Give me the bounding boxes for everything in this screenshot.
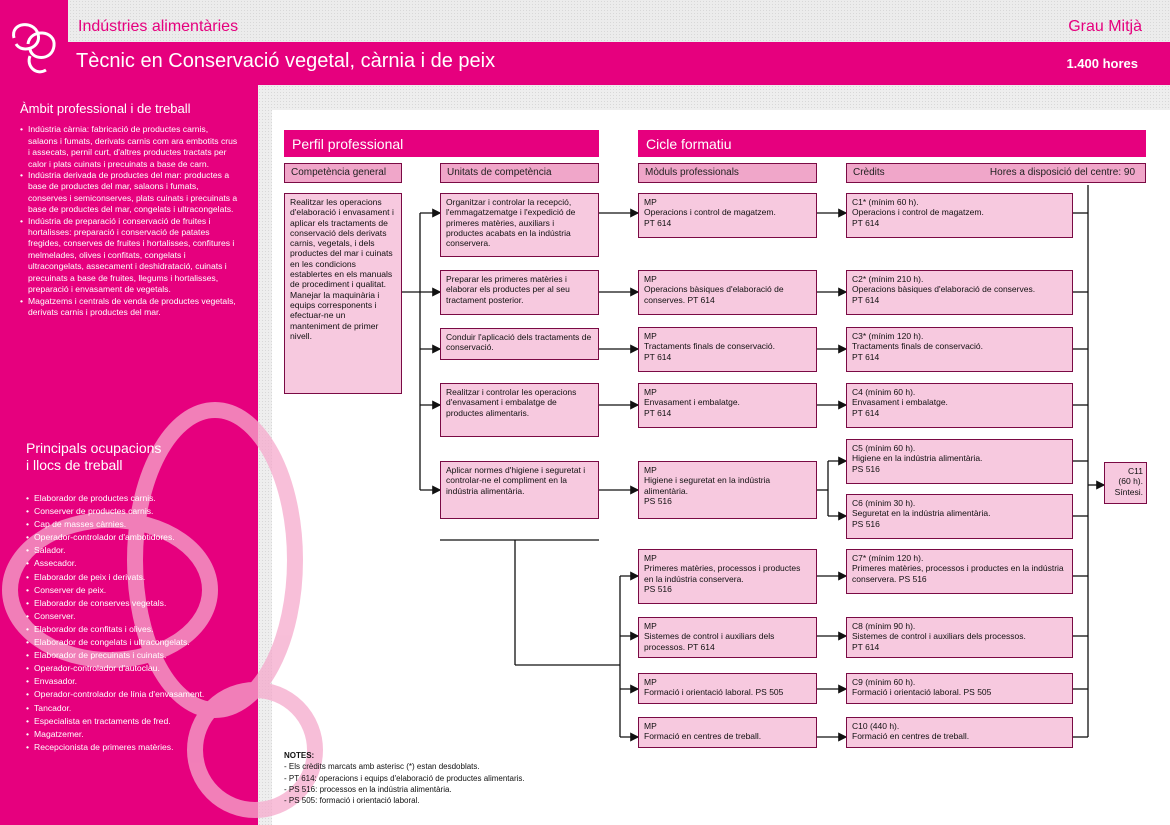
module-code: MP xyxy=(644,197,811,207)
credit-code: C10 (440 h). xyxy=(852,721,1067,731)
credit-title: Seguretat en la indústria alimentària. xyxy=(852,508,1067,518)
module-title: Operacions i control de magatzem. xyxy=(644,207,811,217)
note-item: - PS 505: formació i orientació laboral. xyxy=(284,795,584,806)
module-box: MP Higiene i seguretat en la indústria a… xyxy=(638,461,817,519)
module-code: MP xyxy=(644,331,811,341)
credit-title: Sistemes de control i auxiliars dels pro… xyxy=(852,631,1067,641)
notes: NOTES: - Els crèdits marcats amb asteris… xyxy=(284,750,584,806)
module-code: MP xyxy=(644,621,811,631)
credits-label: Crèdits xyxy=(853,167,885,178)
credit-code: C8 (mínim 90 h). xyxy=(852,621,1067,631)
module-ref: PT 614 xyxy=(644,352,811,362)
cicle-header: Cicle formatiu xyxy=(638,130,1146,157)
module-code: MP xyxy=(644,274,811,284)
unit-box: Organitzar i controlar la recepció, l'em… xyxy=(440,193,599,257)
module-code: MP xyxy=(644,677,811,687)
credit-box: C8 (mínim 90 h). Sistemes de control i a… xyxy=(846,617,1073,658)
module-code: MP xyxy=(644,721,811,731)
module-box: MP Primeres matèries, processos i produc… xyxy=(638,549,817,604)
credit-box: C4 (mínim 60 h). Envasament i embalatge.… xyxy=(846,383,1073,428)
competencia-box: Realitzar les operacions d'elaboració i … xyxy=(284,193,402,394)
module-box: MP Sistemes de control i auxiliars dels … xyxy=(638,617,817,658)
credit-box: C9 (mínim 60 h). Formació i orientació l… xyxy=(846,673,1073,704)
credit-ref: PS 516 xyxy=(852,519,1067,529)
credit-ref: PT 614 xyxy=(852,218,1067,228)
module-title: Envasament i embalatge. xyxy=(644,397,811,407)
credit-box: C1* (mínim 60 h). Operacions i control d… xyxy=(846,193,1073,238)
credit-hours: (60 h). xyxy=(1108,476,1143,486)
credit-title: Envasament i embalatge. xyxy=(852,397,1067,407)
credit-box: C6 (mínim 30 h). Seguretat en la indústr… xyxy=(846,494,1073,539)
credit-code: C1* (mínim 60 h). xyxy=(852,197,1067,207)
credit-code: C2* (mínim 210 h). xyxy=(852,274,1067,284)
credit-title: Operacions i control de magatzem. xyxy=(852,207,1067,217)
unit-box: Preparar les primeres matèries i elabora… xyxy=(440,270,599,315)
note-item: - PT 614: operacions i equips d'elaborac… xyxy=(284,773,584,784)
module-box: MP Operacions bàsiques d'elaboració de c… xyxy=(638,270,817,315)
module-title: Primeres matèries, processos i productes… xyxy=(644,563,811,584)
credit-box: C2* (mínim 210 h). Operacions bàsiques d… xyxy=(846,270,1073,315)
module-ref: PS 516 xyxy=(644,496,811,506)
module-title: Formació i orientació laboral. PS 505 xyxy=(644,687,811,697)
unit-box: Realitzar i controlar les operacions d'e… xyxy=(440,383,599,437)
unit-box: Conduir l'aplicació dels tractaments de … xyxy=(440,328,599,360)
notes-title: NOTES: xyxy=(284,750,584,761)
credit-c11-box: C11 (60 h). Síntesi. xyxy=(1104,462,1147,504)
credit-code: C4 (mínim 60 h). xyxy=(852,387,1067,397)
module-ref: PS 516 xyxy=(644,584,811,594)
credit-title: Operacions bàsiques d'elaboració de cons… xyxy=(852,284,1067,294)
credit-code: C5 (mínim 60 h). xyxy=(852,443,1067,453)
credit-ref: PT 614 xyxy=(852,295,1067,305)
module-code: MP xyxy=(644,387,811,397)
module-code: MP xyxy=(644,553,811,563)
module-title: Tractaments finals de conservació. xyxy=(644,341,811,351)
credit-code: C3* (mínim 120 h). xyxy=(852,331,1067,341)
module-box: MP Formació en centres de treball. xyxy=(638,717,817,748)
col-header-unitats: Unitats de competència xyxy=(440,163,599,183)
module-code: MP xyxy=(644,465,811,475)
module-title: Formació en centres de treball. xyxy=(644,731,811,741)
module-ref: PT 614 xyxy=(644,408,811,418)
module-box: MP Operacions i control de magatzem. PT … xyxy=(638,193,817,238)
module-box: MP Envasament i embalatge. PT 614 xyxy=(638,383,817,428)
credit-title: Formació en centres de treball. xyxy=(852,731,1067,741)
credit-code: C7* (mínim 120 h). xyxy=(852,553,1067,563)
credit-title: Higiene en la indústria alimentària. xyxy=(852,453,1067,463)
note-item: - Els crèdits marcats amb asterisc (*) e… xyxy=(284,761,584,772)
credit-title: Síntesi. xyxy=(1108,487,1143,497)
credit-title: Primeres matèries, processos i productes… xyxy=(852,563,1067,584)
credit-ref: PT 614 xyxy=(852,352,1067,362)
module-box: MP Tractaments finals de conservació. PT… xyxy=(638,327,817,372)
credit-code: C11 xyxy=(1108,466,1143,476)
col-header-competencia: Competència general xyxy=(284,163,402,183)
credit-title: Formació i orientació laboral. PS 505 xyxy=(852,687,1067,697)
module-box: MP Formació i orientació laboral. PS 505 xyxy=(638,673,817,704)
module-title: Higiene i seguretat en la indústria alim… xyxy=(644,475,811,496)
credit-box: C10 (440 h). Formació en centres de treb… xyxy=(846,717,1073,748)
credit-code: C9 (mínim 60 h). xyxy=(852,677,1067,687)
unit-box: Aplicar normes d'higiene i seguretat i c… xyxy=(440,461,599,519)
credit-ref: PT 614 xyxy=(852,642,1067,652)
credit-box: C7* (mínim 120 h). Primeres matèries, pr… xyxy=(846,549,1073,594)
credit-title: Tractaments finals de conservació. xyxy=(852,341,1067,351)
module-title: Sistemes de control i auxiliars dels pro… xyxy=(644,631,811,652)
credit-ref: PS 516 xyxy=(852,464,1067,474)
note-item: - PS 516: processos en la indústria alim… xyxy=(284,784,584,795)
credit-box: C3* (mínim 120 h). Tractaments finals de… xyxy=(846,327,1073,372)
hores-centre-label: Hores a disposició del centre: 90 xyxy=(990,167,1135,178)
credit-box: C5 (mínim 60 h). Higiene en la indústria… xyxy=(846,439,1073,484)
module-ref: PT 614 xyxy=(644,218,811,228)
credit-ref: PT 614 xyxy=(852,408,1067,418)
credit-code: C6 (mínim 30 h). xyxy=(852,498,1067,508)
module-title: Operacions bàsiques d'elaboració de cons… xyxy=(644,284,811,305)
col-header-credits: Crèdits Hores a disposició del centre: 9… xyxy=(846,163,1146,183)
col-header-moduls: Mòduls professionals xyxy=(638,163,817,183)
perfil-header: Perfil professional xyxy=(284,130,599,157)
